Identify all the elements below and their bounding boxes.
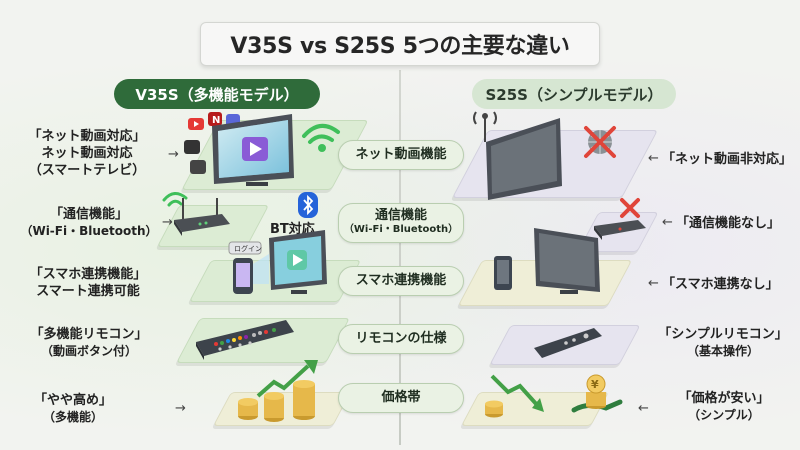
no-network-device-illustration (594, 198, 646, 240)
app-icon-5 (190, 160, 206, 174)
category-net-video: ネット動画機能 (338, 140, 464, 170)
right-callout-communication: 「通信機能なし」 (676, 216, 781, 231)
price-falling-illustration: ¥ (485, 374, 623, 418)
right-callout-net-video: 「ネット動画非対応」 (662, 152, 793, 167)
multi-remote-illustration (196, 320, 294, 360)
left-callout-communication: 「通信機能」 （Wi-Fi・Bluetooth） (20, 207, 158, 238)
left-callout-net-video: 「ネット動画対応」 ネット動画対応 （スマートテレビ） (28, 129, 146, 178)
falling-arrow-icon (490, 374, 540, 408)
arrow-left-icon: ← (648, 151, 659, 166)
arrow-left-icon: ← (662, 215, 673, 230)
no-internet-icon (584, 126, 616, 158)
model-label-v35s: V35S（多機能モデル） (114, 79, 320, 109)
remote-buttons (214, 328, 276, 351)
category-price: 価格帯 (338, 383, 464, 413)
svg-text:¥: ¥ (591, 378, 599, 391)
app-icon-4 (184, 140, 200, 154)
left-callout-price: 「やや高め」 （多機能） (33, 393, 112, 424)
rising-arrow-icon (256, 364, 310, 398)
login-text: ログイン (234, 244, 262, 253)
right-callout-remote: 「シンプルリモコン」 （基本操作） (658, 327, 788, 358)
arrow-left-icon: ← (638, 401, 649, 416)
left-callout-remote: 「多機能リモコン」 （動画ボタン付） (30, 327, 148, 358)
cross-icon (620, 198, 640, 218)
category-communication: 通信機能 （Wi-Fi・Bluetooth） (338, 203, 464, 243)
right-callout-price: 「価格が安い」 （シンプル） (678, 391, 770, 422)
price-rising-illustration (238, 360, 318, 422)
smartphone-link-illustration: ログイン (228, 230, 327, 294)
router-illustration (162, 192, 230, 236)
basic-tv-2-illustration (494, 228, 600, 294)
simple-remote-illustration (534, 328, 602, 358)
wifi-signal-icon (162, 192, 188, 207)
coin-stacks-icon (238, 380, 315, 422)
arrow-left-icon: ← (648, 276, 659, 291)
netflix-app-icon (208, 112, 222, 126)
arrow-right-icon: → (162, 215, 173, 230)
smart-tv-illustration: N (184, 112, 340, 186)
category-remote: リモコンの仕様 (338, 324, 464, 354)
basic-tv-illustration (473, 111, 616, 200)
bluetooth-icon (298, 192, 318, 218)
hand-coin-icon: ¥ (571, 374, 623, 413)
svg-text:N: N (212, 115, 220, 126)
center-divider (399, 70, 401, 445)
antenna-icon (473, 111, 497, 142)
right-callout-smartphone-link: 「スマホ連携なし」 (662, 277, 779, 292)
page-title: V35S vs S25S 5つの主要な違い (200, 22, 600, 66)
model-label-s25s: S25S（シンプルモデル） (472, 79, 676, 109)
wifi-icon (302, 124, 340, 152)
coin-stack-icon (485, 400, 503, 418)
category-smartphone-link: スマホ連携機能 (338, 266, 464, 296)
arrow-right-icon: → (175, 401, 186, 416)
arrow-right-icon: → (168, 147, 179, 162)
left-callout-smartphone-link: 「スマホ連携機能」 スマート連携可能 (29, 267, 147, 299)
